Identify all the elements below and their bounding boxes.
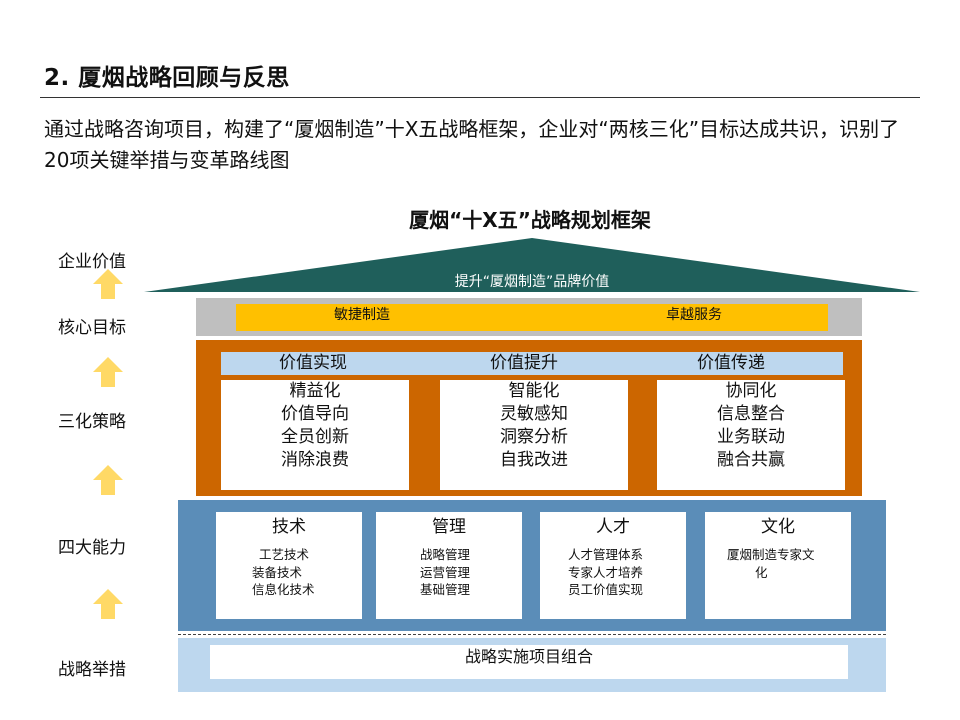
capability-item: 厦烟制造专家文	[727, 547, 815, 562]
layer-label-capability: 四大能力	[58, 538, 126, 558]
strategy-item: 洞察分析	[500, 427, 568, 447]
strategy-card-lean: 精益化 价值导向 全员创新 消除浪费	[221, 380, 409, 490]
strategy-card-smart: 智能化 灵敏感知 洞察分析 自我改进	[440, 380, 628, 490]
roof-shape	[144, 238, 920, 292]
strategy-head: 价值提升	[490, 353, 558, 373]
layer-label-value: 企业价值	[58, 252, 126, 272]
goal-excellent-service: 卓越服务	[666, 307, 722, 323]
up-arrow-icon	[93, 357, 123, 387]
capability-items: 战略管理 运营管理 基础管理	[420, 546, 470, 599]
dashed-divider	[178, 634, 886, 635]
strategy-item: 融合共赢	[717, 450, 785, 470]
up-arrow-icon	[93, 465, 123, 495]
capability-name: 人才	[596, 517, 630, 537]
capability-card-talent: 人才 人才管理体系 专家人才培养 员工价值实现	[540, 512, 686, 619]
up-arrow-icon	[93, 269, 123, 299]
capability-name: 文化	[761, 517, 795, 537]
layer-label-strategy: 三化策略	[58, 412, 126, 432]
capability-name: 技术	[272, 517, 306, 537]
layer-label-core: 核心目标	[58, 318, 126, 338]
capability-item: 运营管理	[420, 564, 471, 580]
framework-title: 厦烟“十X五”战略规划框架	[409, 208, 651, 232]
strategy-item: 智能化	[508, 381, 560, 401]
measures-bar: 战略实施项目组合	[210, 645, 848, 679]
layer-label-measures: 战略举措	[58, 660, 126, 680]
capability-item: 基础管理	[420, 582, 471, 597]
capability-items: 人才管理体系 专家人才培养 员工价值实现	[568, 546, 643, 599]
capability-name: 管理	[432, 517, 466, 537]
capability-item: 专家人才培养	[568, 564, 644, 580]
strategy-header-bar	[221, 352, 843, 375]
strategy-item: 业务联动	[717, 427, 785, 447]
core-goal-bar	[236, 304, 828, 331]
capability-items: 工艺技术 装备技术 信息化技术	[252, 546, 315, 599]
capability-item: 信息化技术	[252, 582, 315, 597]
strategy-card-collab: 协同化 信息整合 业务联动 融合共赢	[657, 380, 845, 490]
strategy-head: 价值传递	[697, 353, 765, 373]
capability-item: 战略管理	[420, 547, 471, 562]
up-arrow-icon	[93, 589, 123, 619]
capability-item: 人才管理体系	[568, 547, 644, 562]
capability-card-tech: 技术 工艺技术 装备技术 信息化技术	[216, 512, 362, 619]
goal-agile-manufacturing: 敏捷制造	[334, 307, 390, 323]
capability-card-mgmt: 管理 战略管理 运营管理 基础管理	[376, 512, 522, 619]
capability-item: 装备技术	[252, 564, 303, 580]
strategy-item: 价值导向	[281, 404, 349, 424]
capability-item: 工艺技术	[259, 547, 310, 562]
capability-item: 化	[755, 564, 768, 580]
title-divider	[40, 97, 920, 98]
strategy-item: 灵敏感知	[500, 404, 568, 424]
strategy-item: 信息整合	[717, 404, 785, 424]
strategy-item: 精益化	[289, 381, 341, 401]
capability-item: 员工价值实现	[568, 582, 644, 597]
summary-text: 通过战略咨询项目，构建了“厦烟制造”十X五战略框架，企业对“两核三化”目标达成共…	[44, 117, 900, 172]
strategy-item: 自我改进	[500, 450, 568, 470]
strategy-item: 协同化	[725, 381, 777, 401]
brand-value-label: 提升“厦烟制造”品牌价值	[454, 274, 610, 290]
strategy-item: 消除浪费	[281, 450, 349, 470]
capability-items: 厦烟制造专家文 化	[727, 546, 815, 581]
capability-card-culture: 文化 厦烟制造专家文 化	[705, 512, 851, 619]
page-title: 2. 厦烟战略回顾与反思	[44, 65, 290, 91]
strategy-item: 全员创新	[281, 427, 349, 447]
strategy-head: 价值实现	[279, 353, 347, 373]
